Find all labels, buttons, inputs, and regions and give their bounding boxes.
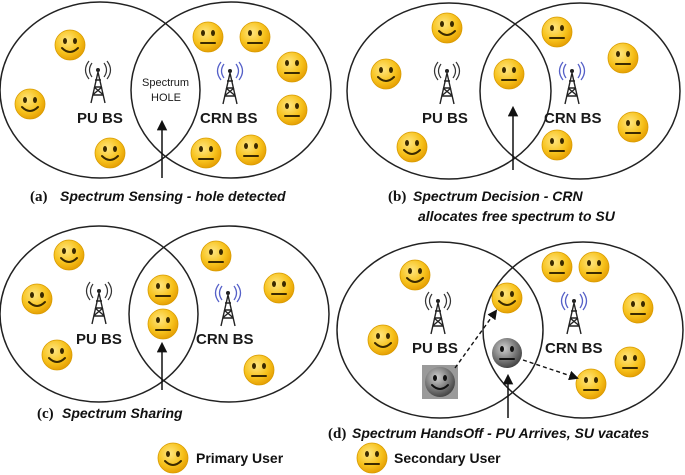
caption-text: Spectrum HandsOff - PU Arrives, SU vacat…: [352, 425, 649, 441]
spectrum-hole-label-1: Spectrum: [142, 77, 189, 89]
secondary-user-icon: [622, 292, 654, 324]
secondary-user-icon: [190, 137, 222, 169]
primary-user-legend-icon: [157, 442, 189, 474]
pu-base-station-icon: [84, 60, 112, 104]
primary-user-icon: [431, 12, 463, 44]
caption-letter: (d): [328, 426, 346, 442]
crn-bs-label: CRN BS: [200, 110, 258, 127]
crn-bs-label: CRN BS: [544, 110, 602, 127]
caption-text: Spectrum Sensing - hole detected: [60, 188, 286, 204]
panel-a: PU BS CRN BS Spectrum HOLE (a) Spectrum …: [0, 1, 332, 205]
crn-coverage-circle: [482, 241, 684, 419]
primary-user-icon: [14, 88, 46, 120]
primary-user-icon: [367, 324, 399, 356]
crn-coverage-circle: [130, 1, 332, 179]
spectrum-hole-label-2: HOLE: [151, 92, 181, 104]
primary-user-icon: [21, 283, 53, 315]
caption-text-line1: Spectrum Decision - CRN: [413, 188, 583, 204]
caption-text-line2: allocates free spectrum to SU: [418, 208, 616, 224]
secondary-user-icon: [575, 368, 607, 400]
primary-user-icon: [54, 29, 86, 61]
legend-secondary-label: Secondary User: [394, 450, 501, 466]
pu-bs-label: PU BS: [412, 340, 458, 357]
pu-coverage-circle: [0, 1, 201, 179]
caption-text: Spectrum Sharing: [62, 405, 183, 421]
secondary-user-icon: [147, 274, 179, 306]
pu-base-station-icon: [85, 281, 113, 325]
primary-user-icon: [94, 137, 126, 169]
secondary-user-icon: [607, 42, 639, 74]
crn-base-station-icon: [214, 283, 242, 327]
secondary-user-icon: [276, 94, 308, 126]
caption-letter: (a): [30, 189, 48, 205]
secondary-user-icon: [147, 308, 179, 340]
pu-arrival-arrow: [454, 309, 498, 369]
secondary-user-icon: [541, 251, 573, 283]
crn-base-station-icon: [216, 61, 244, 105]
secondary-user-icon: [200, 240, 232, 272]
legend: Primary User Secondary User: [157, 442, 501, 474]
arriving-primary-user-icon: [421, 364, 459, 400]
secondary-user-icon: [192, 21, 224, 53]
panel-b: PU BS CRN BS (b) Spectrum Decision - CRN…: [346, 2, 681, 224]
pu-base-station-icon: [424, 291, 452, 335]
pu-coverage-circle: [0, 225, 199, 403]
su-vacate-arrow: [522, 359, 579, 381]
secondary-user-icon: [235, 134, 267, 166]
crn-base-station-icon: [560, 291, 588, 335]
pu-bs-label: PU BS: [77, 110, 123, 127]
secondary-user-icon: [239, 21, 271, 53]
secondary-user-icon: [617, 111, 649, 143]
primary-user-icon: [53, 239, 85, 271]
secondary-user-icon: [276, 51, 308, 83]
secondary-user-icon: [541, 129, 573, 161]
primary-user-icon: [370, 58, 402, 90]
crn-base-station-icon: [558, 61, 586, 105]
crn-coverage-circle: [479, 2, 681, 180]
pu-base-station-icon: [433, 61, 461, 105]
secondary-user-icon: [614, 346, 646, 378]
pu-coverage-circle: [336, 241, 544, 419]
panel-d: PU BS CRN BS (d) Spectrum HandsOff - PU …: [328, 241, 684, 442]
secondary-user-icon: [578, 251, 610, 283]
vacating-secondary-user-icon: [491, 337, 523, 369]
crn-bs-label: CRN BS: [545, 340, 603, 357]
primary-user-icon: [399, 259, 431, 291]
pu-bs-label: PU BS: [422, 110, 468, 127]
secondary-user-icon: [243, 354, 275, 386]
panel-c: PU BS CRN BS (c) Spectrum Sharing: [0, 225, 330, 422]
secondary-user-icon: [541, 16, 573, 48]
crn-bs-label: CRN BS: [196, 331, 254, 348]
secondary-user-icon: [493, 58, 525, 90]
crn-coverage-circle: [128, 225, 330, 403]
primary-user-icon: [491, 282, 523, 314]
legend-primary-label: Primary User: [196, 450, 284, 466]
secondary-user-legend-icon: [356, 442, 388, 474]
pu-bs-label: PU BS: [76, 331, 122, 348]
pu-coverage-circle: [346, 2, 552, 180]
primary-user-icon: [396, 131, 428, 163]
caption-letter: (c): [37, 406, 54, 422]
primary-user-icon: [41, 339, 73, 371]
secondary-user-icon: [263, 272, 295, 304]
caption-letter: (b): [388, 189, 406, 205]
